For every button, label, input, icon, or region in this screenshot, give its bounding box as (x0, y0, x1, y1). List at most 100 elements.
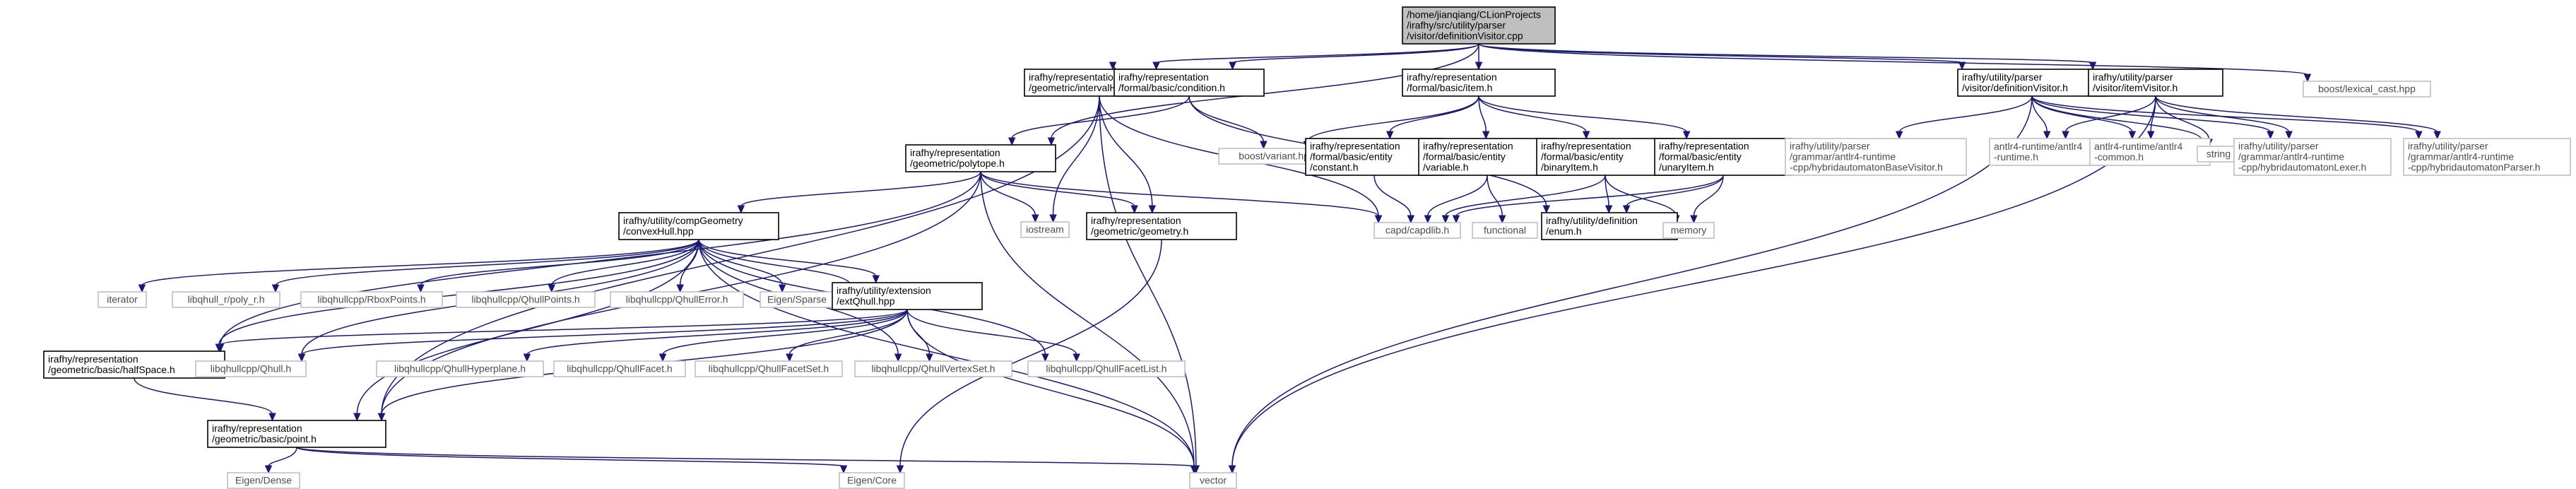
node-qfacetlist: libqhullcpp/QhullFacetList.h (1027, 360, 1186, 377)
edge-itemvis-to-parser (2155, 95, 2441, 140)
edge-root-to-interval (1152, 43, 1479, 71)
edge-extqhull-to-vector (906, 309, 1198, 474)
node-label-line: irafhy/utility/definition (1546, 215, 1638, 226)
node-dense: Eigen/Dense (227, 472, 300, 489)
node-binary[interactable]: irafhy/representation/formal/basic/entit… (1536, 138, 1674, 176)
edge-geometry-to-core (896, 239, 1162, 474)
node-iostream: iostream (1020, 221, 1070, 238)
node-label-line: irafhy/utility/parser (1962, 71, 2043, 83)
node-rbox: libqhullcpp/RboxPoints.h (300, 291, 443, 308)
edge-unary-to-memory (1690, 175, 1724, 224)
node-box (1113, 69, 1265, 97)
node-point[interactable]: irafhy/representation/geometric/basic/po… (207, 420, 386, 448)
node-box (207, 420, 386, 448)
node-defvis[interactable]: irafhy/utility/parser/visitor/definition… (1957, 69, 2107, 97)
node-label-line: irafhy/utility/parser (2408, 141, 2488, 152)
node-label-line: iostream (1026, 224, 1064, 235)
node-label-line: /grammar/antlr4-runtime (1790, 151, 1896, 163)
edge-extqhull-to-qfacetlist (906, 309, 1080, 363)
node-box (376, 360, 544, 377)
node-label-line: -cpp/hybridautomatonParser.h (2408, 162, 2541, 173)
edge-unary-to-capd (1452, 175, 1724, 224)
edge-extqhull-to-qhull (297, 309, 908, 363)
node-box (2089, 138, 2211, 166)
node-qhyper: libqhullcpp/QhullHyperplane.h (376, 360, 544, 377)
node-label-line: /constant.h (1310, 162, 1359, 173)
node-label-line: boost/variant.hpp (1239, 151, 1315, 162)
node-label-line: /grammar/antlr4-runtime (2238, 151, 2344, 163)
edge-extqhull-to-halfspace (216, 309, 908, 353)
node-label-line: -runtime.h (1994, 151, 2038, 163)
node-box (1418, 138, 1556, 176)
edge-convex-to-iterator (138, 239, 699, 293)
node-label-line: /grammar/antlr4-runtime (2408, 151, 2514, 163)
node-box (1654, 138, 1792, 176)
node-label-line: irafhy/representation (1541, 141, 1631, 152)
node-box (2233, 138, 2392, 176)
node-capd: capd/capdlib.h (1373, 222, 1461, 239)
node-box (905, 144, 1056, 172)
node-box (227, 472, 300, 489)
node-box (456, 291, 596, 308)
node-label-line: /home/jianqiang/CLionProjects (1407, 9, 1541, 20)
edge-itemvis-to-lexer (2155, 95, 2293, 140)
node-itemvis[interactable]: irafhy/utility/parser/visitor/itemVisito… (2088, 69, 2223, 97)
node-convex[interactable]: irafhy/utility/compGeometry/convexHull.h… (618, 212, 779, 240)
node-label-line: irafhy/representation (212, 423, 302, 434)
node-label-line: irafhy/utility/parser (2093, 71, 2173, 83)
node-label-line: antlr4-runtime/antlr4 (1994, 141, 2082, 152)
edge-convex-to-sparse (698, 239, 786, 293)
node-label-line: irafhy/representation (1423, 141, 1513, 152)
node-box (839, 472, 905, 489)
node-variable[interactable]: irafhy/representation/formal/basic/entit… (1418, 138, 1556, 176)
node-functional: functional (1472, 222, 1538, 239)
node-root[interactable]: /home/jianqiang/CLionProjects/irafhy/src… (1402, 6, 1556, 45)
node-box (2088, 69, 2223, 97)
node-box (1020, 221, 1070, 238)
node-label-line: /formal/basic/item.h (1407, 82, 1492, 93)
edge-interval-to-geometry (1099, 95, 1157, 214)
node-label-line: /convexHull.hpp (623, 225, 694, 237)
node-label-line: irafhy/representation (1029, 71, 1119, 83)
node-extqhull[interactable]: irafhy/utility/extension/extQhull.hpp (832, 282, 983, 310)
edge-root-to-defvis (1478, 43, 1966, 71)
node-string: string (2197, 146, 2240, 163)
node-qfacet: libqhullcpp/QhullFacet.h (553, 360, 686, 377)
node-box (854, 360, 1012, 377)
node-label-line: boost/lexical_cast.hpp (2318, 83, 2416, 95)
node-label-line: memory (1671, 225, 1707, 236)
node-label-line: capd/capdlib.h (1386, 225, 1449, 236)
node-label-line: Eigen/Dense (235, 475, 292, 486)
node-box (1402, 6, 1556, 45)
node-geometry[interactable]: irafhy/representation/geometric/geometry… (1086, 212, 1237, 240)
node-polytope[interactable]: irafhy/representation/geometric/polytope… (905, 144, 1056, 172)
node-item[interactable]: irafhy/representation/formal/basic/item.… (1402, 69, 1556, 97)
node-label-line: libqhullcpp/QhullFacet.h (567, 363, 672, 375)
edge-itemvis-to-antlrrt (2062, 95, 2156, 140)
node-label-line: /formal/basic/condition.h (1118, 82, 1225, 93)
edge-extqhull-to-qhyper (523, 309, 908, 363)
edge-item-to-unary (1478, 95, 1691, 140)
node-box (98, 291, 147, 308)
node-label-line: /unaryItem.h (1659, 162, 1714, 173)
node-parser: irafhy/utility/parser/grammar/antlr4-run… (2403, 138, 2571, 176)
node-unary[interactable]: irafhy/representation/formal/basic/entit… (1654, 138, 1792, 176)
edge-defvis-to-basevis (1895, 95, 2033, 140)
edge-point-to-dense (264, 447, 297, 474)
node-enum[interactable]: irafhy/utility/definition/enum.h (1541, 212, 1678, 240)
edge-layer (134, 43, 2441, 474)
node-label-line: /extQhull.hpp (837, 295, 895, 307)
node-label-line: /geometric/geometry.h (1091, 225, 1188, 237)
edge-defvis-to-antlrrt (2031, 95, 2051, 140)
edge-binary-to-enum (1605, 175, 1613, 214)
node-qfacetset: libqhullcpp/QhullFacetSet.h (695, 360, 843, 377)
node-label-line: Eigen/Sparse (767, 294, 827, 305)
edge-binary-to-capd (1441, 175, 1606, 224)
node-label-line: Eigen/Core (847, 475, 897, 486)
node-basevis: irafhy/utility/parser/grammar/antlr4-run… (1785, 138, 1967, 176)
node-condition[interactable]: irafhy/representation/formal/basic/condi… (1113, 69, 1265, 97)
edge-variable-to-capd (1424, 175, 1488, 224)
node-label-line: /visitor/itemVisitor.h (2093, 82, 2178, 93)
node-antlrcommon: antlr4-runtime/antlr4-common.h (2089, 138, 2211, 166)
